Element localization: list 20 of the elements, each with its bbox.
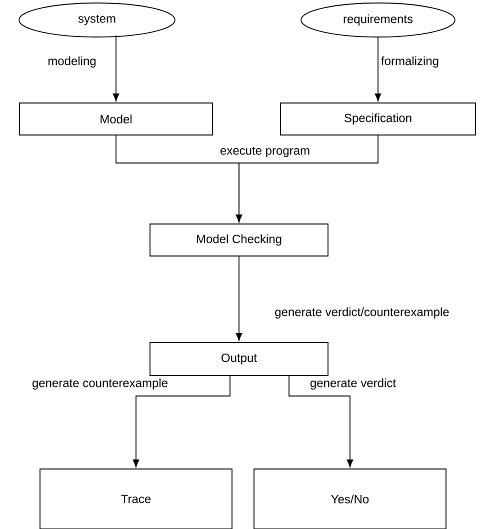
arrow — [112, 35, 120, 102]
process-box: Output — [150, 342, 328, 376]
ellipse-node: system — [18, 2, 176, 38]
edge-label: generate verdict — [309, 378, 397, 390]
arrow — [236, 135, 378, 222]
edge-label: modeling — [47, 56, 97, 68]
edge-label: generate verdict/counterexample — [274, 306, 450, 320]
arrow — [132, 375, 230, 468]
process-box: Specification — [280, 102, 476, 136]
process-box: Trace — [40, 468, 232, 529]
arrow — [288, 375, 354, 468]
edge-label: execute program — [219, 146, 311, 158]
edge-label: generate counterexample — [31, 378, 169, 390]
process-box: Model — [19, 102, 213, 136]
process-box: Yes/No — [254, 468, 446, 529]
arrow — [374, 37, 382, 102]
edge-label: formalizing — [380, 56, 440, 68]
ellipse-node: requirements — [300, 2, 456, 38]
process-box: Model Checking — [150, 224, 328, 256]
arrow — [236, 256, 242, 341]
